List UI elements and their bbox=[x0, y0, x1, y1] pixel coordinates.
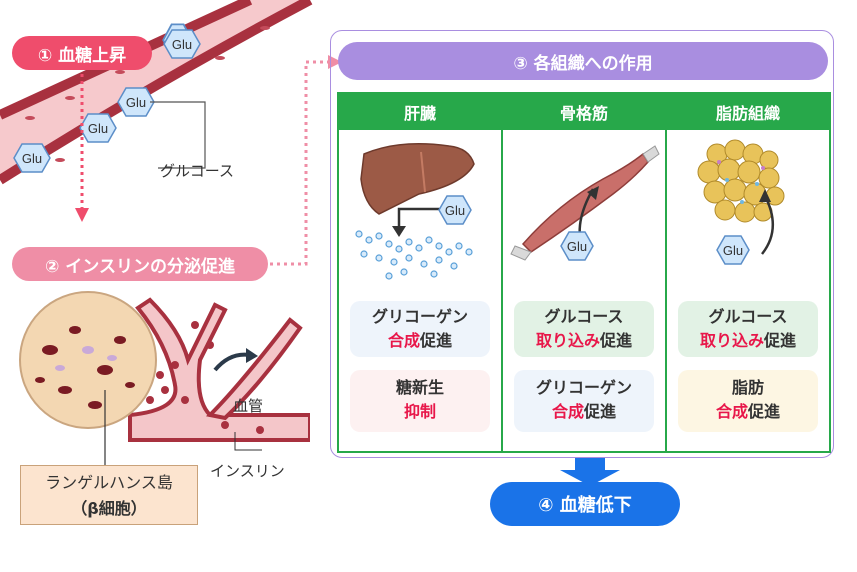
organ-column-muscle: 骨格筋 Glu グルコース 取り込み促進 グリコーゲン 合成促進 bbox=[501, 92, 667, 453]
adipose-effect-1-highlight: 取り込み bbox=[699, 331, 764, 350]
muscle-effect-2: グリコーゲン 合成促進 bbox=[514, 370, 654, 432]
adipose-effect-2-highlight: 合成 bbox=[715, 402, 748, 421]
svg-text:Glu: Glu bbox=[88, 121, 108, 136]
muscle-effect-2-text: グリコーゲン bbox=[535, 378, 632, 397]
islet-label-line1: ランゲルハンス島 bbox=[45, 473, 173, 492]
adipose-illustration: Glu bbox=[697, 139, 785, 265]
liver-effect-1-highlight: 合成 bbox=[387, 331, 420, 350]
svg-text:Glu: Glu bbox=[723, 243, 743, 258]
liver-effect-1-suffix: 促進 bbox=[420, 331, 453, 350]
step3-to-step4-arrow bbox=[560, 458, 620, 486]
muscle-effect-1-highlight: 取り込み bbox=[535, 331, 600, 350]
svg-text:Glu: Glu bbox=[126, 95, 146, 110]
adipose-effect-2-suffix: 促進 bbox=[748, 402, 781, 421]
organ-header-liver: 肝臓 bbox=[339, 94, 501, 130]
muscle-effect-2-suffix: 促進 bbox=[584, 402, 617, 421]
liver-effect-2-highlight: 抑制 bbox=[403, 402, 436, 421]
muscle-effect-1: グルコース 取り込み促進 bbox=[514, 301, 654, 357]
organ-column-adipose: 脂肪組織 Glu グルコース 取り込み促進 脂肪 合成促進 bbox=[665, 92, 831, 453]
step2-to-step3-connector bbox=[270, 55, 342, 266]
organ-header-adipose: 脂肪組織 bbox=[667, 94, 829, 130]
organ-header-muscle: 骨格筋 bbox=[503, 94, 665, 130]
step1-badge: ① 血糖上昇 bbox=[12, 36, 152, 70]
step1-to-step2-arrow bbox=[75, 74, 89, 222]
step4-badge: ④ 血糖低下 bbox=[490, 482, 680, 526]
adipose-effect-1-text: グルコース bbox=[708, 307, 788, 326]
liver-illustration: Glu bbox=[355, 143, 475, 280]
svg-text:Glu: Glu bbox=[172, 37, 192, 52]
liver-effect-1-text: グリコーゲン bbox=[371, 307, 468, 326]
organ-column-liver: 肝臓 Glu グリコーゲン 合成促進 糖新生 抑制 bbox=[337, 92, 503, 453]
adipose-effect-1-suffix: 促進 bbox=[764, 331, 797, 350]
muscle-effect-1-text: グルコース bbox=[544, 307, 624, 326]
islet-label-box: ランゲルハンス島 （β細胞） bbox=[20, 465, 198, 525]
adipose-effect-2: 脂肪 合成促進 bbox=[678, 370, 818, 432]
glucose-label: グルコース bbox=[160, 162, 234, 180]
svg-text:Glu: Glu bbox=[567, 239, 587, 254]
muscle-illustration: Glu bbox=[510, 145, 660, 261]
islet-label-line2: （β細胞） bbox=[71, 499, 147, 518]
svg-text:Glu: Glu bbox=[445, 203, 465, 218]
muscle-effect-2-highlight: 合成 bbox=[551, 402, 584, 421]
svg-text:Glu: Glu bbox=[22, 151, 42, 166]
step3-panel bbox=[330, 30, 834, 458]
adipose-effect-2-text: 脂肪 bbox=[731, 378, 764, 397]
step3-badge: ③ 各組織への作用 bbox=[338, 42, 828, 80]
blood-vessel-label: 血管 bbox=[233, 397, 264, 415]
liver-effect-2-text: 糖新生 bbox=[395, 378, 444, 397]
liver-effect-2: 糖新生 抑制 bbox=[350, 370, 490, 432]
muscle-effect-1-suffix: 促進 bbox=[600, 331, 633, 350]
adipose-effect-1: グルコース 取り込み促進 bbox=[678, 301, 818, 357]
insulin-label: インスリン bbox=[210, 462, 285, 480]
liver-effect-1: グリコーゲン 合成促進 bbox=[350, 301, 490, 357]
step2-badge: ② インスリンの分泌促進 bbox=[12, 247, 268, 281]
islet-vessel-illustration bbox=[19, 291, 310, 465]
